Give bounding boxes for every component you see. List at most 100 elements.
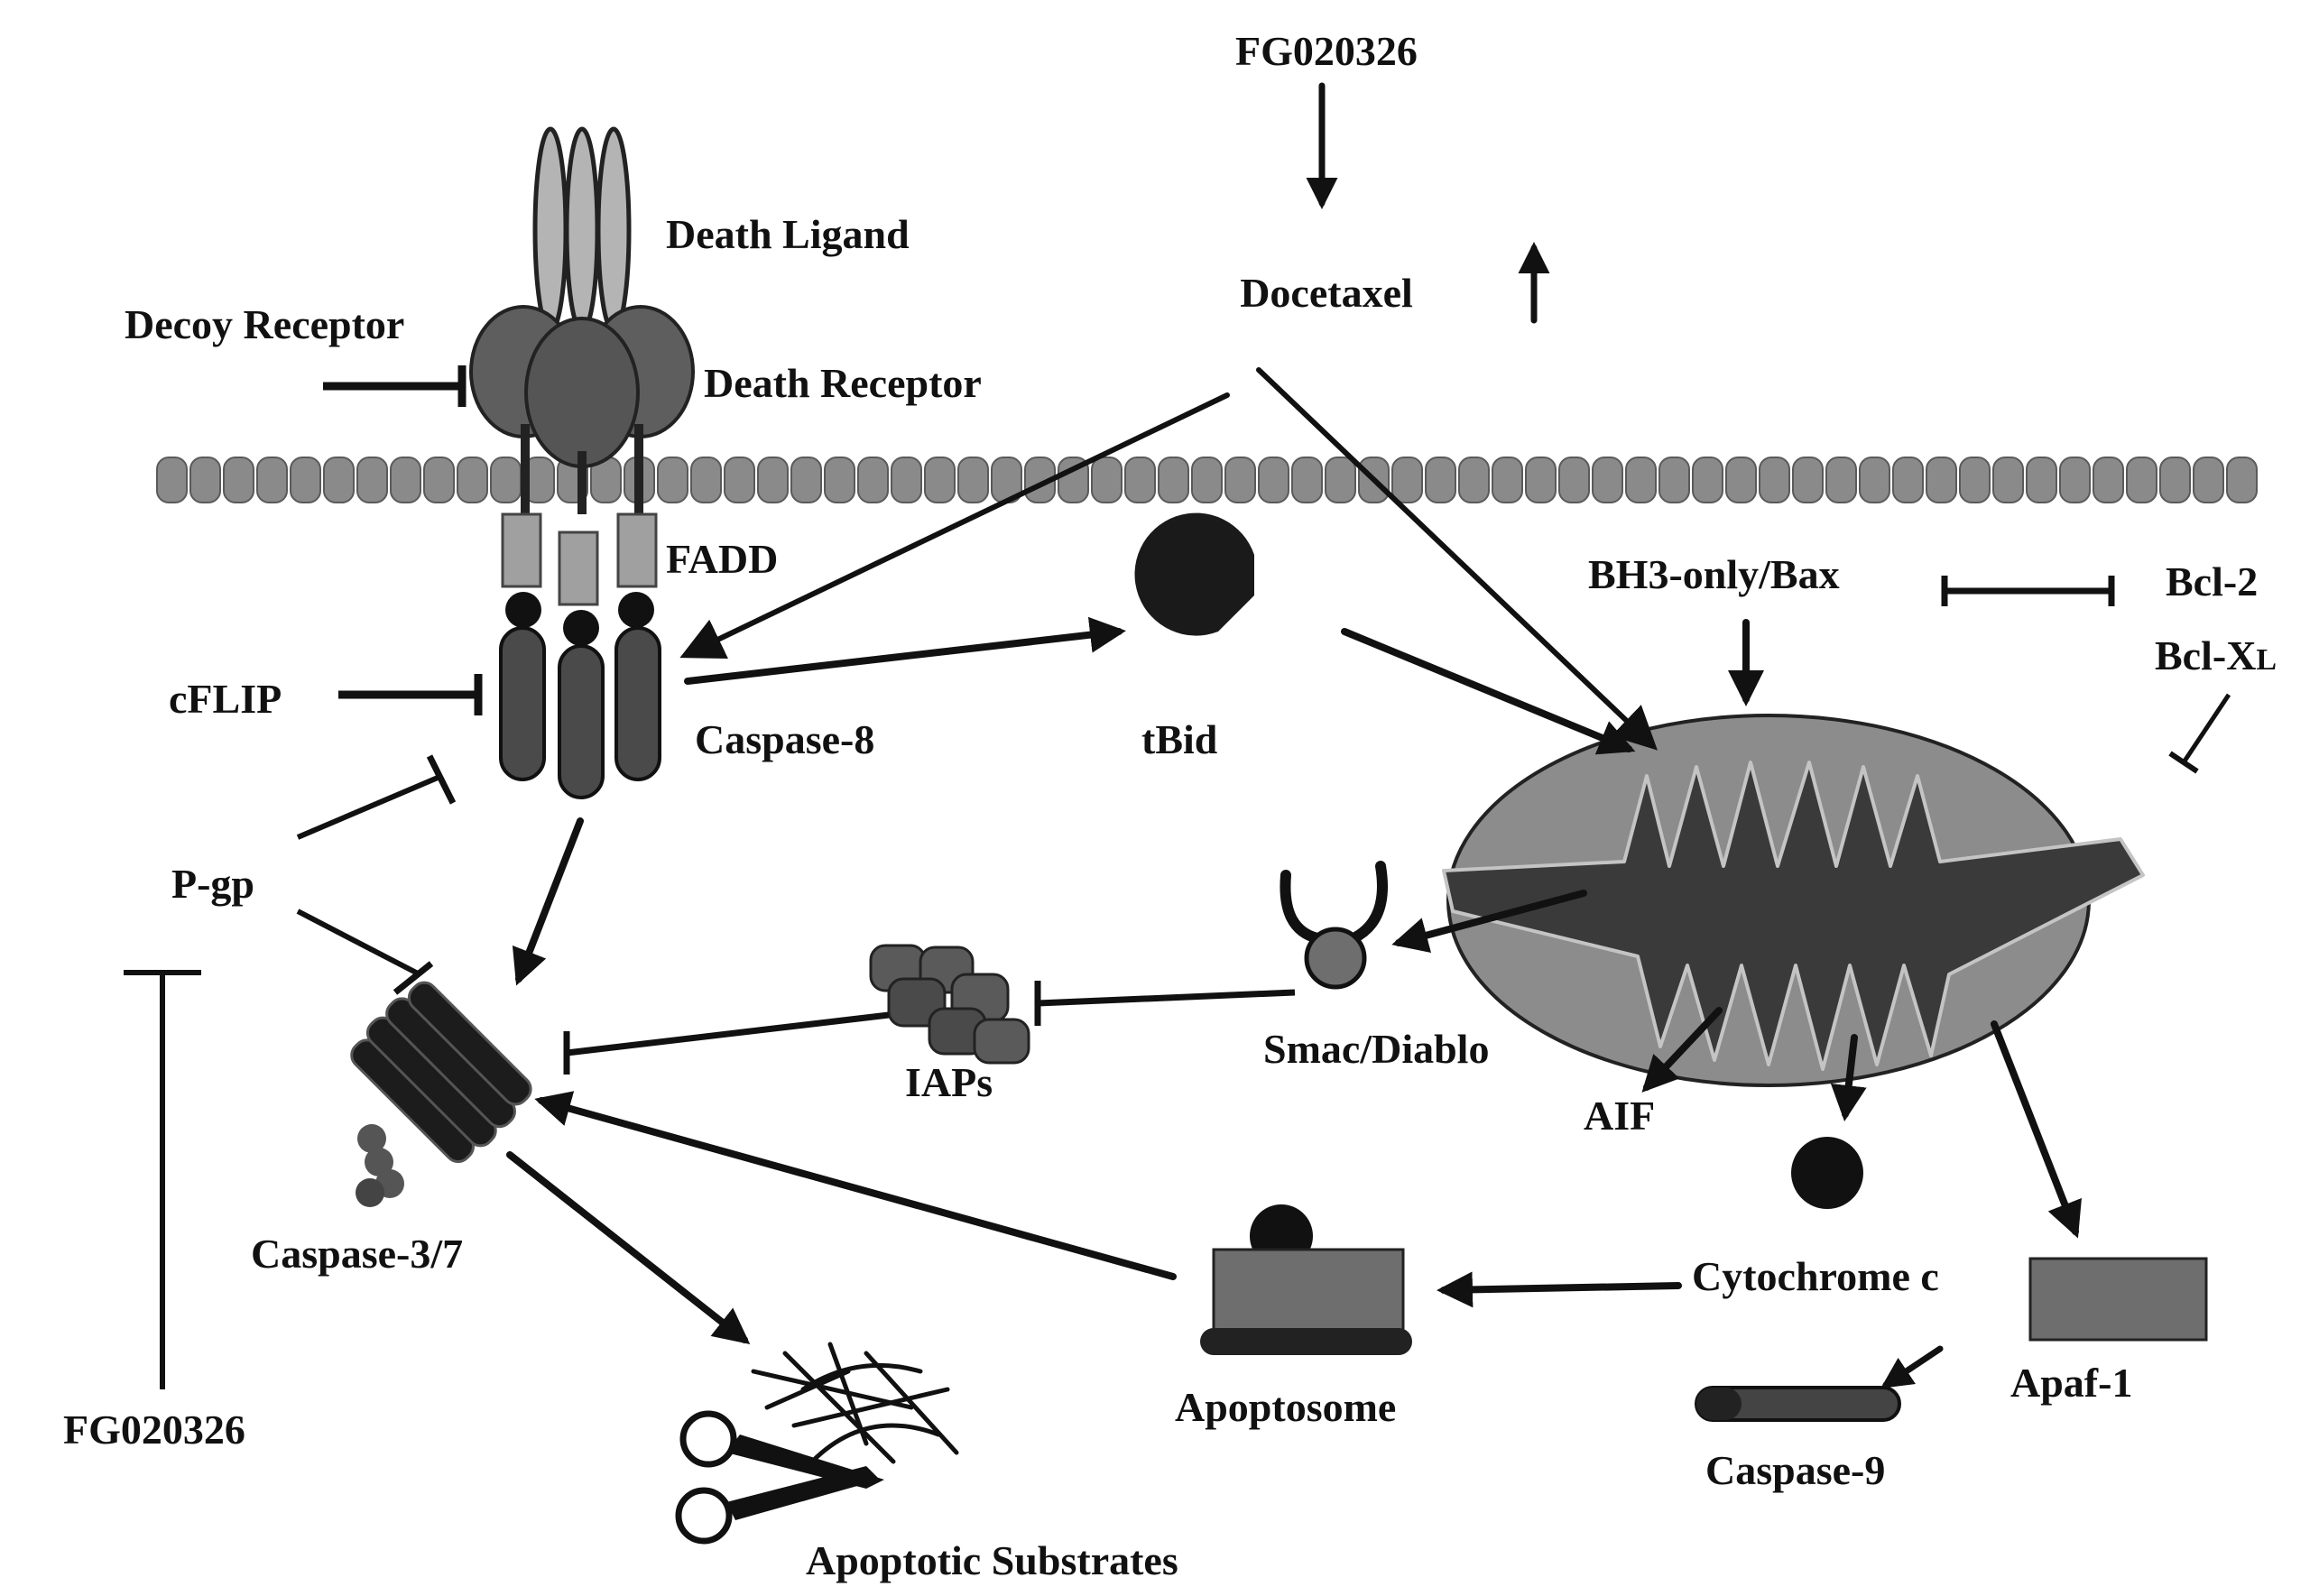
iaps-shape bbox=[869, 944, 1030, 1065]
label-iaps: IAPs bbox=[905, 1059, 993, 1105]
membrane-bead bbox=[1959, 457, 1991, 503]
label-tbid: tBid bbox=[1141, 716, 1218, 762]
membrane-bead bbox=[1191, 457, 1223, 503]
membrane-bead bbox=[1692, 457, 1723, 503]
membrane-bead bbox=[1325, 457, 1356, 503]
label-bcl-2: Bcl-2 bbox=[2166, 558, 2258, 604]
arrow-caspase8-to-tbid bbox=[684, 616, 1126, 685]
membrane-bead bbox=[790, 457, 822, 503]
membrane-bead bbox=[2026, 457, 2057, 503]
membrane-bead bbox=[1391, 457, 1423, 503]
membrane-bead bbox=[1558, 457, 1590, 503]
apoptotic-substrates-shape bbox=[751, 1342, 959, 1464]
membrane-bead bbox=[323, 457, 355, 503]
mitochondrion-icon bbox=[1442, 714, 2145, 1087]
membrane-bead bbox=[857, 457, 889, 503]
arrow-caspase8-to-caspase37 bbox=[512, 817, 584, 986]
label-smac-diablo: Smac/Diablo bbox=[1263, 1026, 1489, 1072]
membrane-bead bbox=[1058, 457, 1089, 503]
membrane-bead bbox=[356, 457, 388, 503]
membrane-bead bbox=[824, 457, 855, 503]
label-bcl-xl: Bcl-XL bbox=[2155, 632, 2277, 678]
membrane-bead bbox=[1291, 457, 1323, 503]
membrane-bead bbox=[1825, 457, 1857, 503]
membrane-bead bbox=[657, 457, 688, 503]
cell-membrane bbox=[156, 457, 2258, 503]
caspase-9-shape bbox=[1695, 1386, 1901, 1422]
arrow-mitochondrion-to-aif bbox=[1641, 1007, 1723, 1093]
membrane-bead bbox=[1792, 457, 1824, 503]
death-receptor-shape bbox=[469, 305, 695, 514]
membrane-bead bbox=[457, 457, 488, 503]
arrow-caspase37-to-substrates bbox=[506, 1151, 751, 1344]
label-death-ligand: Death Ligand bbox=[666, 211, 910, 257]
diagram-labels: FG020326 Docetaxel Death Ligand Decoy Re… bbox=[63, 28, 2277, 1583]
membrane-bead bbox=[2126, 457, 2157, 503]
arrow-mitochondrion-to-apaf1 bbox=[1991, 1020, 2082, 1239]
fadd-shape bbox=[501, 512, 658, 646]
membrane-bead bbox=[1258, 457, 1289, 503]
membrane-bead bbox=[1592, 457, 1623, 503]
apoptosome-shape bbox=[1200, 1204, 1412, 1355]
label-caspase-9: Caspase-9 bbox=[1705, 1447, 1885, 1493]
membrane-bead bbox=[256, 457, 288, 503]
membrane-bead bbox=[1458, 457, 1490, 503]
label-death-receptor: Death Receptor bbox=[704, 360, 982, 406]
arrow-mitochondrion-to-smac bbox=[1391, 890, 1587, 954]
cytochrome-c-shape bbox=[1791, 1137, 1863, 1209]
arrow-to-caspase9 bbox=[1880, 1345, 1944, 1388]
membrane-bead bbox=[1859, 457, 1890, 503]
membrane-bead bbox=[1091, 457, 1123, 503]
membrane-bead bbox=[1992, 457, 2024, 503]
pathway-arrows bbox=[506, 82, 2082, 1388]
label-apoptotic-substrates: Apoptotic Substrates bbox=[806, 1537, 1178, 1583]
smac-diablo-shape bbox=[1280, 861, 1388, 990]
caspase-8-shape bbox=[499, 626, 661, 799]
death-ligand-shape bbox=[532, 126, 632, 334]
membrane-bead bbox=[1492, 457, 1523, 503]
arrow-docetaxel-to-caspase8 bbox=[679, 392, 1230, 660]
membrane-bead bbox=[2226, 457, 2258, 503]
arrow-cytochrome-to-apoptosome bbox=[1437, 1271, 1682, 1308]
membrane-bead bbox=[490, 457, 522, 503]
membrane-bead bbox=[2093, 457, 2124, 503]
label-p-gp: P-gp bbox=[171, 861, 254, 907]
arrow-tbid-to-mitochondrion bbox=[1341, 628, 1636, 755]
membrane-bead bbox=[1625, 457, 1657, 503]
label-fadd: FADD bbox=[666, 536, 778, 582]
arrow-mitochondrion-to-cytochrome bbox=[1830, 1034, 1867, 1121]
membrane-bead bbox=[1658, 457, 1690, 503]
membrane-bead bbox=[757, 457, 789, 503]
membrane-bead bbox=[957, 457, 989, 503]
label-aif: AIF bbox=[1584, 1093, 1655, 1139]
label-bcl-xl-sub: L bbox=[2256, 643, 2277, 677]
membrane-bead bbox=[1525, 457, 1557, 503]
membrane-bead bbox=[290, 457, 321, 503]
membrane-bead bbox=[1124, 457, 1156, 503]
tbid-shape bbox=[1134, 512, 1254, 636]
membrane-bead bbox=[2193, 457, 2224, 503]
membrane-bead bbox=[891, 457, 922, 503]
label-apaf-1: Apaf-1 bbox=[2010, 1360, 2132, 1406]
apaf-1-shape bbox=[2028, 1257, 2208, 1342]
arrow-apoptosome-to-caspase37 bbox=[534, 1091, 1177, 1280]
label-caspase-3-7: Caspase-3/7 bbox=[251, 1231, 463, 1277]
membrane-bead bbox=[156, 457, 188, 503]
membrane-bead bbox=[1759, 457, 1790, 503]
membrane-bead bbox=[1425, 457, 1456, 503]
membrane-bead bbox=[189, 457, 221, 503]
membrane-bead bbox=[924, 457, 956, 503]
label-cflip: cFLIP bbox=[169, 676, 282, 722]
label-fg020326-bottom: FG020326 bbox=[63, 1407, 245, 1453]
membrane-bead bbox=[223, 457, 254, 503]
membrane-bead bbox=[690, 457, 722, 503]
label-cytochrome-c: Cytochrome c bbox=[1692, 1253, 1939, 1299]
label-apoptosome: Apoptosome bbox=[1175, 1384, 1396, 1430]
membrane-bead bbox=[1892, 457, 1924, 503]
inhibition-lines bbox=[124, 365, 2231, 1389]
membrane-bead bbox=[724, 457, 755, 503]
membrane-bead bbox=[2059, 457, 2091, 503]
membrane-bead bbox=[423, 457, 455, 503]
caspase-complex-icon bbox=[350, 981, 532, 1207]
